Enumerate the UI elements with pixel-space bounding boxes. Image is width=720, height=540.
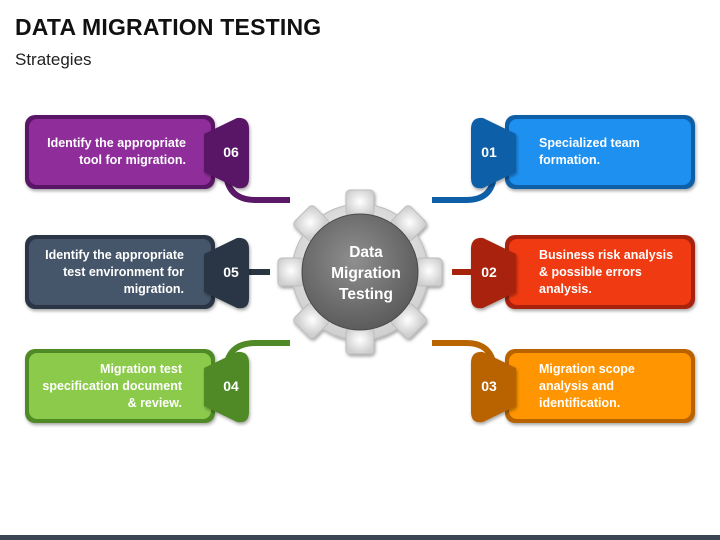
step-card-03 <box>471 349 695 423</box>
step-number-06: 06 <box>223 144 239 160</box>
step-card-06 <box>25 115 249 189</box>
step-card-04 <box>25 349 249 423</box>
center-label: Data Migration Testing <box>331 243 401 303</box>
step-text-06: Identify the appropriate tool for migrat… <box>47 136 186 167</box>
step-number-01: 01 <box>481 144 497 160</box>
step-text-02: Business risk analysis & possible errors… <box>539 247 674 296</box>
step-text-05: Identify the appropriate test environmen… <box>45 247 184 296</box>
step-number-02: 02 <box>481 264 497 280</box>
page-subtitle: Strategies <box>15 50 92 69</box>
gear-hub <box>301 213 419 331</box>
step-text-04: Migration test specification document & … <box>42 361 182 410</box>
step-card-01 <box>471 115 695 189</box>
step-card-02 <box>471 235 695 309</box>
footer-bar <box>0 535 720 540</box>
step-card-05 <box>25 235 249 309</box>
step-number-03: 03 <box>481 378 497 394</box>
step-number-04: 04 <box>223 378 239 394</box>
step-text-03: Migration scope analysis and identificat… <box>539 361 635 410</box>
page-title: DATA MIGRATION TESTING <box>15 14 322 40</box>
step-number-05: 05 <box>223 264 239 280</box>
step-text-01: Specialized team formation. <box>539 136 640 167</box>
